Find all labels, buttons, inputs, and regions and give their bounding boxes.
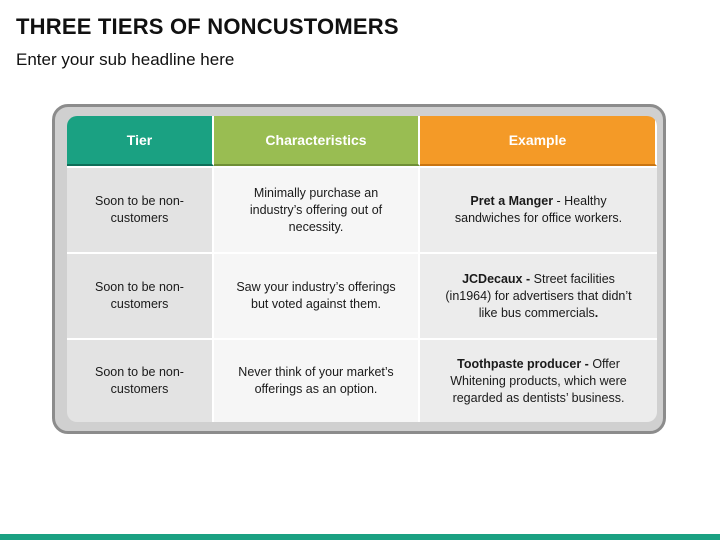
row-3-example-text: Offer Whitening products, which were reg… [450, 356, 627, 405]
row-1-example-text: - Healthy sandwiches for office workers. [454, 194, 623, 225]
accent-bar [0, 534, 720, 540]
row-1-example-name: Pret a Manger [470, 194, 554, 208]
table-frame: Tier Characteristics Example Soon to be … [52, 104, 666, 434]
row-3-tier: Soon to be non-customers [67, 338, 214, 422]
row-1-example: Pret a Manger - Healthy sandwiches for o… [420, 166, 657, 252]
row-2-example: JCDecaux - Street facilities (in1964) fo… [420, 252, 657, 338]
header-example: Example [420, 116, 657, 166]
slide-subtitle: Enter your sub headline here [16, 50, 235, 69]
slide-title: THREE TIERS OF NONCUSTOMERS [16, 14, 399, 39]
row-2-example-text: Street facilities (in1964) for advertise… [445, 271, 632, 320]
header-tier: Tier [67, 116, 214, 166]
row-3-example: Toothpaste producer - Offer Whitening pr… [420, 338, 657, 422]
header-characteristics: Characteristics [214, 116, 420, 166]
row-2-characteristics: Saw your industry’s offerings but voted … [214, 252, 420, 338]
row-2-example-tail: . [594, 305, 599, 320]
row-3-example-name: Toothpaste producer - [457, 356, 589, 371]
row-1-tier: Soon to be non-customers [67, 166, 214, 252]
row-2-example-name: JCDecaux - [462, 271, 531, 286]
row-2-tier: Soon to be non-customers [67, 252, 214, 338]
noncustomers-table: Tier Characteristics Example Soon to be … [67, 116, 657, 422]
row-1-characteristics: Minimally purchase an industry’s offerin… [214, 166, 420, 252]
row-3-characteristics: Never think of your market’s offerings a… [214, 338, 420, 422]
